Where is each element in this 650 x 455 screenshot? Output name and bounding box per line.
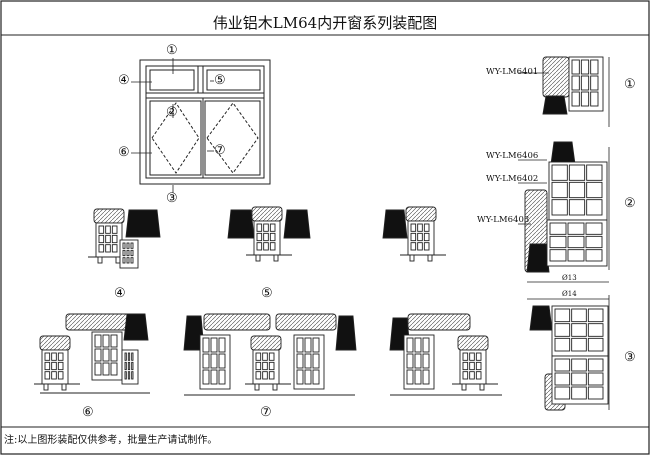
marker-3-profile: ③: [624, 350, 636, 365]
profile-label-lm6402: WY-LM6402: [486, 174, 539, 184]
marker-4-elevation: ④: [118, 73, 130, 88]
marker-6-section: ⑥: [82, 405, 94, 420]
profile-label-lm6401: WY-LM6401: [486, 67, 539, 77]
marker-2-profile: ②: [624, 196, 636, 211]
marker-1-elevation: ①: [166, 43, 178, 58]
profile-label-lm6406: WY-LM6406: [486, 151, 539, 161]
marker-6-elevation: ⑥: [118, 145, 130, 160]
elevation-leaders: [131, 58, 214, 193]
footnote: 注:以上图形装配仅供参考，批量生产请试制作。: [4, 435, 218, 446]
marker-7-section: ⑦: [260, 405, 272, 420]
dimension-14: Ø14: [562, 290, 577, 298]
profile-leaders: [518, 57, 610, 410]
marker-4-section: ④: [114, 286, 126, 301]
marker-3-elevation: ③: [166, 191, 178, 206]
profile-label-lm6403: WY-LM6403: [477, 215, 530, 225]
dimension-13: Ø13: [562, 274, 577, 282]
marker-1-profile: ①: [624, 77, 636, 92]
marker-7-elevation: ⑦: [214, 143, 226, 158]
marker-2-elevation: ②: [166, 105, 178, 120]
profile-sections: [34, 56, 609, 411]
drawing-title: 伟业铝木LM64内开窗系列装配图: [212, 14, 438, 32]
marker-5-section: ⑤: [261, 286, 273, 301]
marker-5-elevation: ⑤: [214, 73, 226, 88]
window-elevation: [139, 59, 271, 185]
